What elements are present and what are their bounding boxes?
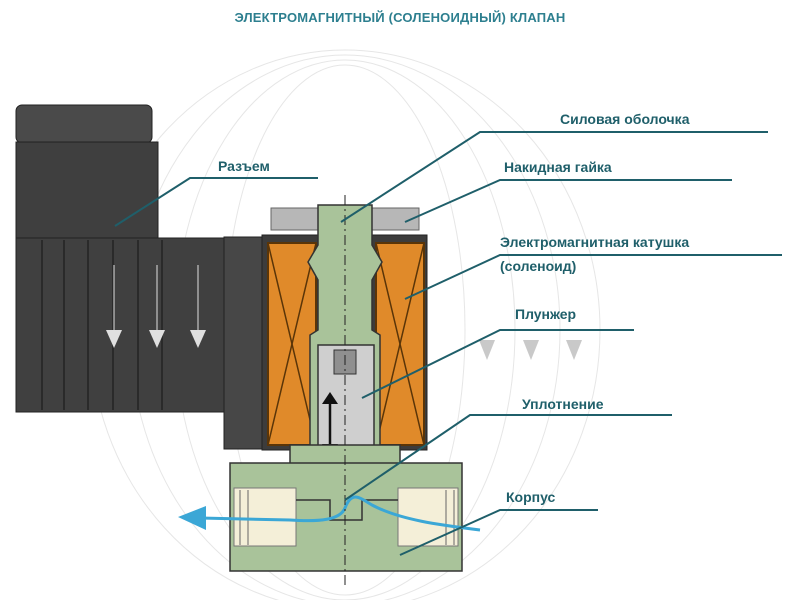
label-body: Корпус bbox=[506, 489, 556, 505]
leader-plunger bbox=[361, 329, 634, 399]
label-seal: Уплотнение bbox=[522, 396, 604, 412]
label-power-shell: Силовая оболочка bbox=[560, 111, 690, 127]
flux-arrows bbox=[479, 340, 582, 360]
leader-power-shell bbox=[340, 131, 768, 223]
label-plunger: Плунжер bbox=[515, 306, 577, 322]
leader-body bbox=[399, 509, 598, 556]
leader-seal bbox=[344, 414, 672, 501]
leader-lines bbox=[114, 131, 782, 556]
leader-cap-nut bbox=[404, 179, 732, 223]
label-coil-line2: (соленоид) bbox=[500, 258, 577, 274]
label-coil-line1: Электромагнитная катушка bbox=[500, 234, 690, 250]
flow-arrow bbox=[178, 495, 481, 532]
leader-connector bbox=[114, 177, 318, 227]
connector bbox=[15, 104, 263, 450]
valve-body bbox=[229, 444, 463, 572]
label-connector: Разъем bbox=[218, 158, 270, 174]
diagram-title: ЭЛЕКТРОМАГНИТНЫЙ (СОЛЕНОИДНЫЙ) КЛАПАН bbox=[234, 10, 566, 25]
label-cap-nut: Накидная гайка bbox=[504, 159, 612, 175]
leader-coil bbox=[404, 254, 782, 300]
